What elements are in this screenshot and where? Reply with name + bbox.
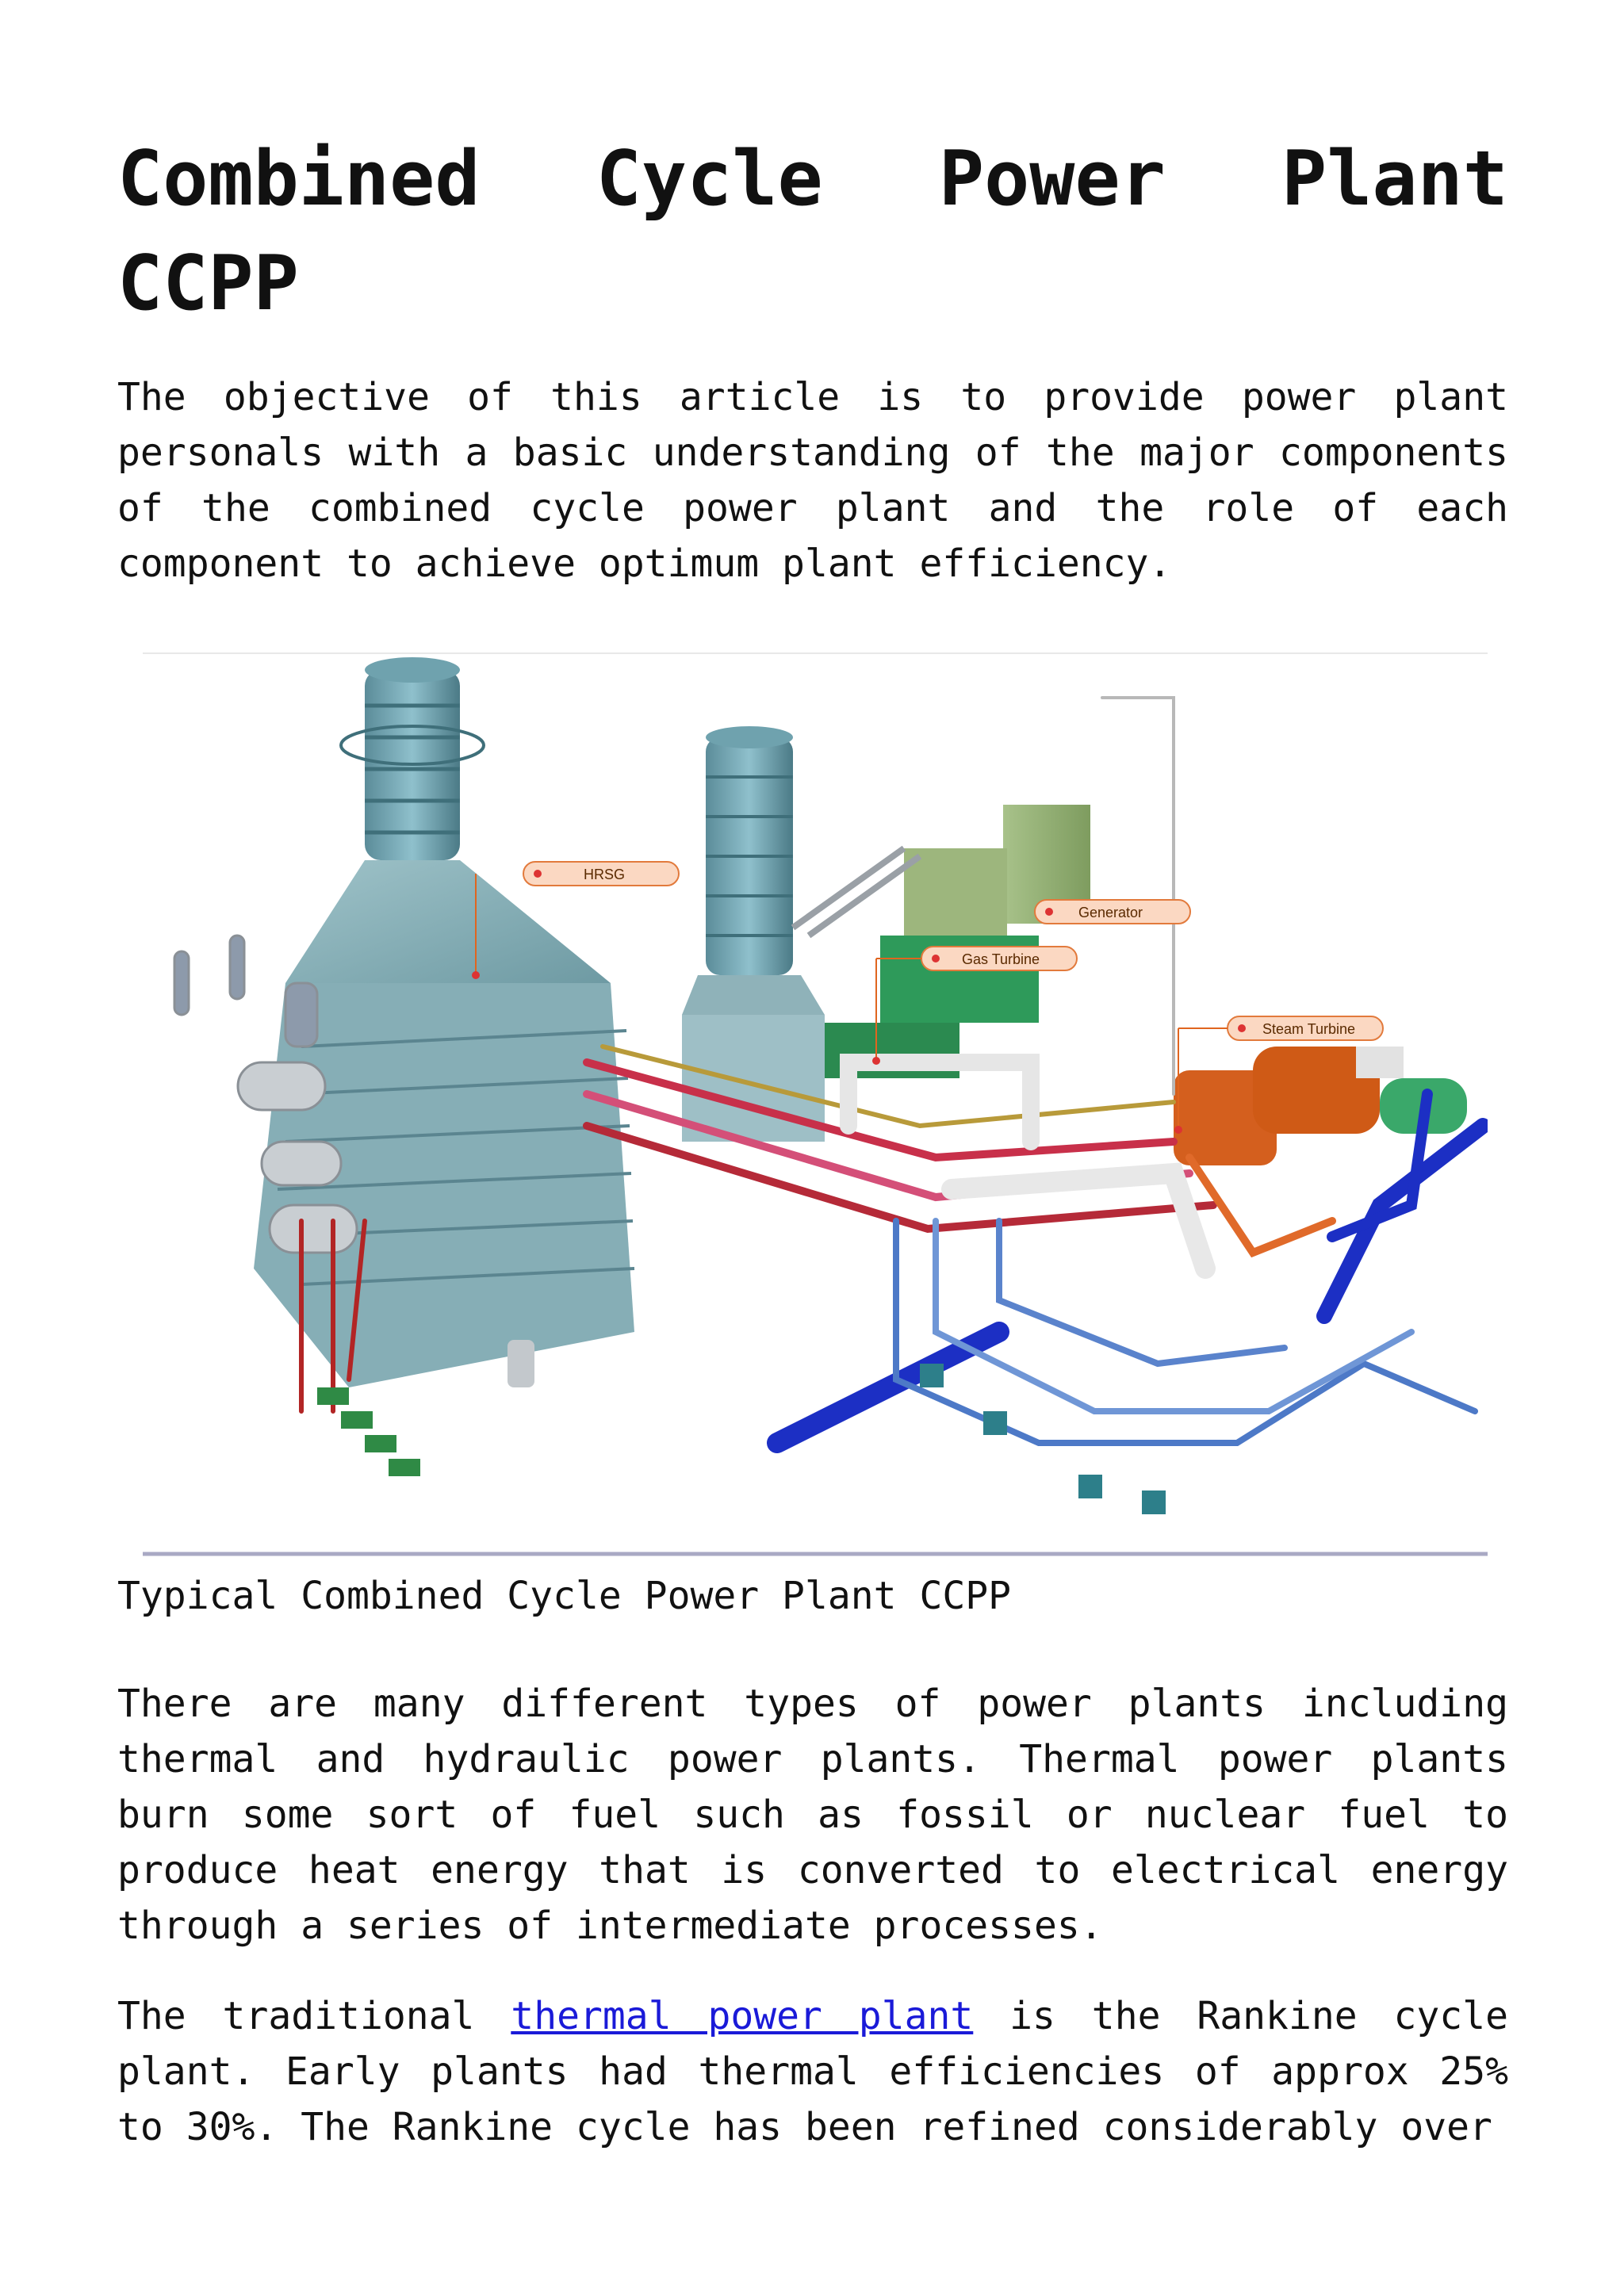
paragraph-power-plant-types: There are many different types of power … [117,1682,1508,1948]
callout-steam-turbine: Steam Turbine [1174,1016,1384,1134]
callout-hrsg-label: HRSG [584,867,625,882]
callout-hrsg: HRSG [472,861,680,979]
callout-gas-turbine: Gas Turbine [872,946,1078,1065]
callout-gas-turbine-label: Gas Turbine [962,951,1040,967]
thermal-power-plant-link[interactable]: thermal power plant [511,1994,974,2038]
pipe-racks [299,696,1488,1453]
steam-turbine [1174,1047,1467,1165]
callout-steam-turbine-label: Steam Turbine [1262,1021,1355,1037]
callout-generator: Generator [1034,899,1191,924]
paragraph-text-before-link: The traditional [117,1994,511,2038]
hrsg-stack [339,657,485,860]
figure-caption: Typical Combined Cycle Power Plant CCPP [117,1574,1012,1618]
pumps [317,1340,1166,1514]
bypass-stack [682,726,825,1142]
paragraph-text-after-link: is the Rankine cycle plant. Early plants… [117,1994,1508,2149]
ccpp-illustration: HRSG Generator Gas Turbine Steam Turbine [143,650,1488,1558]
article-title: Combined Cycle Power Plant CCPP [117,136,1508,327]
paragraph-rankine-cycle: The traditional thermal power plant is t… [117,1988,1508,2155]
callout-generator-label: Generator [1078,905,1143,920]
hrsg-body [254,860,635,1387]
intro-paragraph: The objective of this article is to prov… [117,375,1508,586]
gas-turbine-package [791,805,1090,1078]
